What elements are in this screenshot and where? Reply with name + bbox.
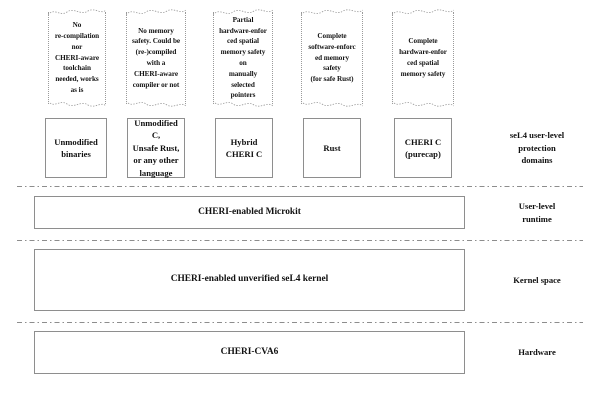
callout-cheri-c-purecap: Complete hardware-enfor ced spatial memo… [392,6,454,110]
pd-box-label: Rust [323,142,341,153]
layer-box-label: CHERI-CVA6 [220,346,279,357]
callout-unmodified-c: No memory safety. Could be (re-)compiled… [126,6,186,110]
separator-kernel-space [17,240,583,241]
pd-box-label: Hybrid CHERI C [225,136,263,159]
callout-side-right [272,12,273,104]
side-label-text: Kernel space [513,274,561,285]
callout-unmodified-binaries: No re-compilation nor CHERI-aware toolch… [48,6,106,110]
layer-box-sel4-kernel[interactable]: CHERI-enabled unverified seL4 kernel [34,249,465,311]
callout-side-left [126,12,127,104]
callout-side-right [453,12,454,104]
layer-box-microkit[interactable]: CHERI-enabled Microkit [34,196,465,229]
layer-box-cheri-cva6[interactable]: CHERI-CVA6 [34,331,465,374]
side-label-text: Hardware [518,347,556,358]
side-label-text: seL4 user-level protection domains [509,129,565,166]
side-label-user-level-runtime: User-level runtime [478,196,596,229]
callout-side-left [48,12,49,104]
side-label-kernel-space: Kernel space [478,249,596,311]
callout-text: No re-compilation nor CHERI-aware toolch… [54,21,100,94]
side-label-hardware: Hardware [478,331,596,374]
pd-box-rust[interactable]: Rust [303,118,361,178]
callout-side-right [362,12,363,104]
callout-side-left [392,12,393,104]
callout-hybrid-cheri-c: Partial hardware-enfor ced spatial memor… [213,6,273,110]
torn-edge-top-icon [48,9,106,16]
pd-box-hybrid-cheri-c[interactable]: Hybrid CHERI C [215,118,273,178]
side-label-protection-domains: seL4 user-level protection domains [478,118,596,178]
pd-box-cheri-c-purecap[interactable]: CHERI C (purecap) [394,118,452,178]
torn-edge-top-icon [301,9,363,16]
callout-side-left [301,12,302,104]
callout-rust: Complete software-enforc ed memory safet… [301,6,363,110]
pd-box-unmodified-c[interactable]: Unmodified C, Unsafe Rust, or any other … [127,118,185,178]
pd-box-label: CHERI C (purecap) [404,136,442,159]
torn-edge-bottom-icon [392,100,454,107]
torn-edge-top-icon [126,9,186,16]
callout-text: Complete hardware-enfor ced spatial memo… [399,37,447,78]
torn-edge-bottom-icon [301,100,363,107]
callout-text: Complete software-enforc ed memory safet… [308,32,356,84]
torn-edge-bottom-icon [126,100,186,107]
callout-text: No memory safety. Could be (re-)compiled… [131,26,181,89]
callout-side-right [185,12,186,104]
callout-side-right [105,12,106,104]
torn-edge-top-icon [392,9,454,16]
pd-box-unmodified-binaries[interactable]: Unmodified binaries [45,118,107,178]
layer-box-label: CHERI-enabled Microkit [198,206,301,217]
layer-box-label: CHERI-enabled unverified seL4 kernel [170,274,329,285]
separator-hardware [17,322,583,323]
callout-side-left [213,12,214,104]
pd-box-label: Unmodified C, Unsafe Rust, or any other … [132,117,180,178]
separator-userlevel-runtime [17,186,583,187]
callout-text: Partial hardware-enfor ced spatial memor… [219,15,267,100]
side-label-text: User-level runtime [518,200,556,224]
pd-box-label: Unmodified binaries [54,136,98,159]
torn-edge-bottom-icon [48,100,106,107]
